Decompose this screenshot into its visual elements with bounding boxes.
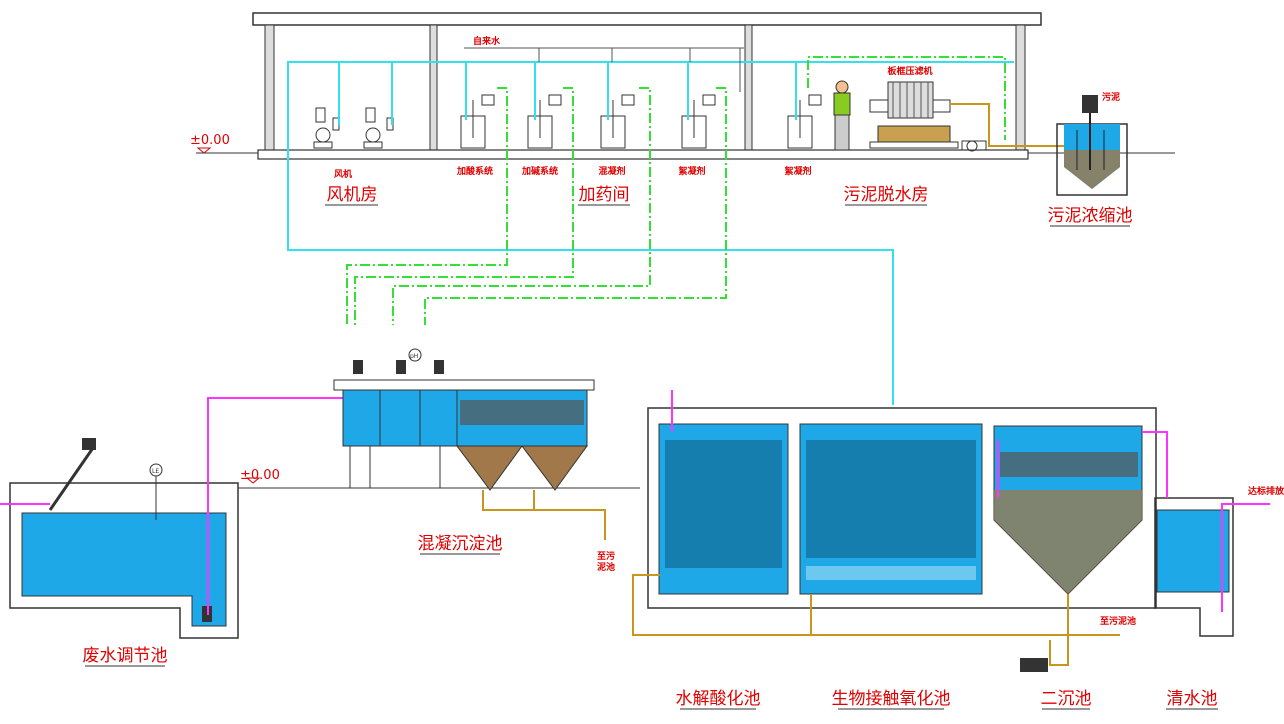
middle-ground-level-text: ±0.00 xyxy=(240,468,280,483)
dosing-tank-acid xyxy=(460,94,495,149)
level-gauge-label: LE xyxy=(152,468,159,475)
alkali-dosing-label: 加碱系统 xyxy=(521,165,558,177)
dosing-tank-flocculant-1 xyxy=(681,94,716,149)
flocculant-2-label: 絮凝剂 xyxy=(784,165,811,177)
sludge-tag-label: 污泥 xyxy=(1102,91,1120,103)
blower-label: 风机 xyxy=(334,168,352,180)
contact-oxidation-tank-title: 生物接触氧化池 xyxy=(832,689,951,709)
secondary-clarifier-title: 二沉池 xyxy=(1041,689,1092,709)
dosing-tank-flocculant-2 xyxy=(787,94,822,149)
tap-water-label: 自来水 xyxy=(473,35,501,47)
hydrolysis-tank-title: 水解酸化池 xyxy=(676,689,761,709)
to-sludge-tank-2-label: 至污泥池 xyxy=(1100,615,1136,627)
coagulant-label: 混凝剂 xyxy=(598,165,625,177)
to-sludge-tank-1-line1: 至污 xyxy=(597,550,615,562)
equalization-tank-title: 废水调节池 xyxy=(83,646,168,666)
discharge-label: 达标排放 xyxy=(1248,485,1284,497)
dosing-room-title: 加药间 xyxy=(579,185,630,205)
filter-press-label: 板框压滤机 xyxy=(887,65,932,77)
sludge-feed-pump xyxy=(961,140,987,152)
ph-probe-label: pH xyxy=(410,353,418,360)
building-ground-level: ±0.00 xyxy=(190,133,230,154)
dosing-tanks xyxy=(460,94,822,149)
blower-2 xyxy=(363,107,394,149)
to-sludge-tank-1-line2: 泥池 xyxy=(597,561,615,573)
blower-room-title: 风机房 xyxy=(327,185,378,205)
building-ground-level-text: ±0.00 xyxy=(190,133,230,148)
building xyxy=(196,12,1175,160)
dosing-tank-alkali xyxy=(527,94,562,149)
operator-figure xyxy=(833,80,851,151)
sludge-thickener-title: 污泥浓缩池 xyxy=(1048,206,1133,226)
blower-1 xyxy=(313,107,340,149)
dosing-tank-coagulant xyxy=(600,94,635,149)
middle-ground-level: ±0.00 xyxy=(240,468,280,484)
coag-sed-tank: pH xyxy=(333,348,606,540)
sludge-dewatering-room-title: 污泥脱水房 xyxy=(844,185,929,205)
sludge-thickener-tank: 污泥 xyxy=(1056,91,1128,196)
coag-sed-tank-title: 混凝沉淀池 xyxy=(418,534,503,554)
bio-treatment-block xyxy=(632,390,1270,672)
labels: 风机 风机房 加酸系统 加碱系统 混凝剂 絮凝剂 絮凝剂 加药间 板框压滤机 自… xyxy=(83,35,1284,710)
blower-group xyxy=(313,107,394,149)
clear-water-tank-title: 清水池 xyxy=(1167,689,1218,709)
filter-press xyxy=(869,81,959,149)
acid-dosing-label: 加酸系统 xyxy=(456,165,493,177)
flocculant-1-label: 絮凝剂 xyxy=(678,165,705,177)
